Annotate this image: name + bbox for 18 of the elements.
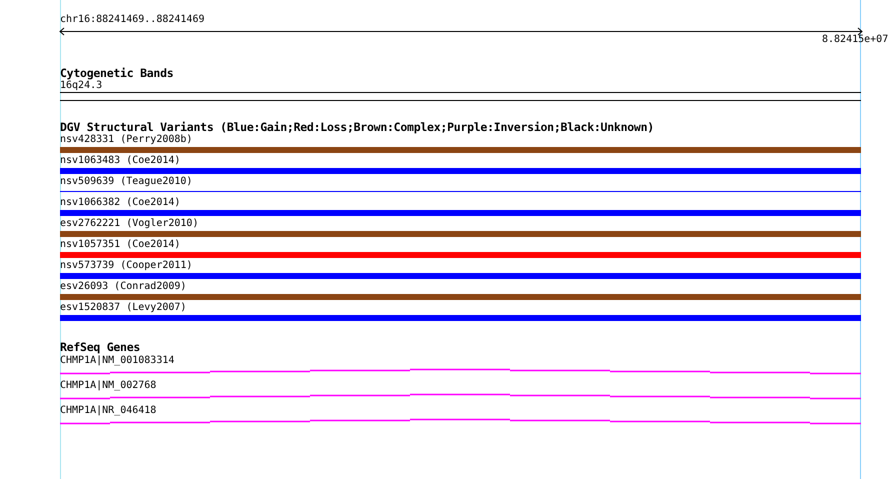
feature-label: nsv428331 (Perry2008b) bbox=[60, 134, 192, 146]
track-heading: DGV Structural Variants (Blue:Gain;Red:Loss;Brown:Complex;Purple:Inversion;Black:Unknown) bbox=[60, 121, 654, 133]
track-heading: RefSeq Genes bbox=[60, 341, 140, 353]
feature-label: nsv509639 (Teague2010) bbox=[60, 176, 192, 188]
feature-label: esv2762221 (Vogler2010) bbox=[60, 218, 198, 230]
feature-label: 16q24.3 bbox=[60, 80, 102, 92]
ruler-label: 8.82415e+07 bbox=[822, 34, 888, 46]
feature-label: nsv1063483 (Coe2014) bbox=[60, 155, 180, 167]
feature-label: nsv1066382 (Coe2014) bbox=[60, 197, 180, 209]
feature-label: nsv573739 (Cooper2011) bbox=[60, 260, 192, 272]
feature-label: CHMP1A|NR_046418 bbox=[60, 405, 156, 417]
track-heading: Cytogenetic Bands bbox=[60, 67, 174, 79]
feature-label: esv1520837 (Levy2007) bbox=[60, 302, 186, 314]
feature-label: CHMP1A|NM_001083314 bbox=[60, 355, 174, 367]
ruler-label: chr16:88241469..88241469 bbox=[60, 14, 204, 26]
feature-label: nsv1057351 (Coe2014) bbox=[60, 239, 180, 251]
feature-label: esv26093 (Conrad2009) bbox=[60, 281, 186, 293]
feature-label: CHMP1A|NM_002768 bbox=[60, 380, 156, 392]
